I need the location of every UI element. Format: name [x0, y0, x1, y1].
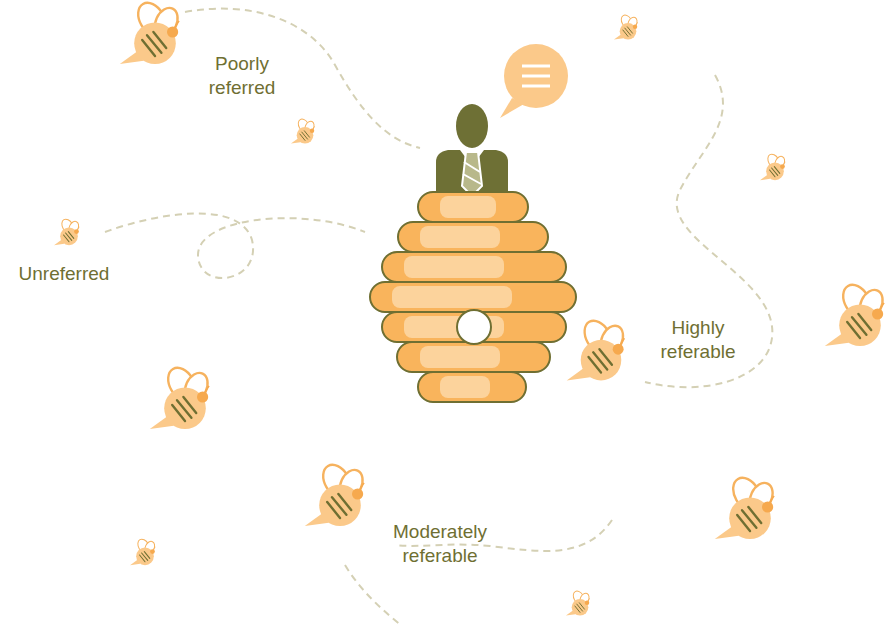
bee-small: [614, 13, 639, 39]
bee-small: [291, 117, 316, 143]
hive-entrance: [457, 310, 491, 344]
bee-small: [130, 537, 156, 565]
bee-small: [760, 152, 786, 180]
hive-highlights: [392, 196, 512, 398]
bee-large: [150, 363, 212, 429]
bee-trail: [185, 9, 420, 148]
speech-bubble: [500, 44, 568, 118]
speaker-figure: [436, 104, 508, 200]
bee-large: [120, 0, 182, 64]
bee-large: [825, 280, 887, 346]
bee-large: [567, 316, 628, 380]
bee-label: Poorly referred: [192, 52, 292, 100]
bee-trails: [105, 9, 772, 626]
bee-small: [54, 217, 80, 245]
bee-large: [715, 473, 777, 539]
bee-large: [305, 460, 367, 526]
bees: [54, 0, 887, 616]
bee-label: Unreferred: [4, 262, 124, 286]
bee-label: Moderately referable: [378, 520, 502, 568]
bee-label: Highly referable: [646, 316, 750, 364]
bee-trail: [105, 213, 365, 278]
beehive: [370, 192, 576, 402]
bee-small: [566, 589, 591, 615]
bee-trail: [645, 75, 772, 387]
bee-trail: [345, 565, 402, 626]
